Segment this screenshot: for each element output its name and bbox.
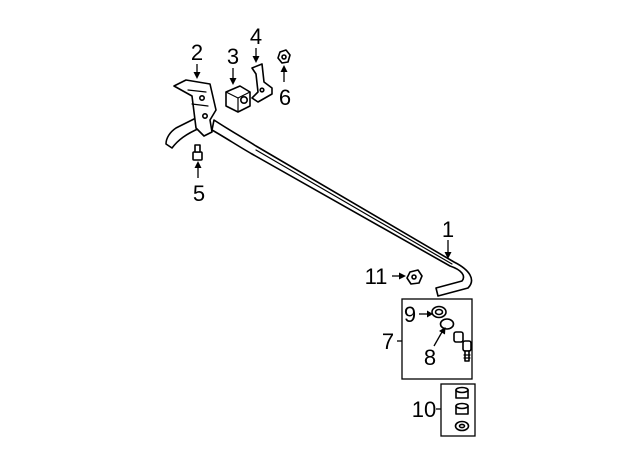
callout-6: 6 xyxy=(279,85,291,110)
link-kit-box xyxy=(401,298,473,380)
bushing xyxy=(225,85,251,113)
leader-9 xyxy=(419,310,433,318)
bushing-clamp xyxy=(251,63,273,103)
callout-5: 5 xyxy=(193,181,205,206)
link-bushing xyxy=(431,305,447,319)
callout-1: 1 xyxy=(442,217,454,242)
leader-3 xyxy=(229,68,237,85)
bushing-kit-box xyxy=(440,383,476,437)
link-washer xyxy=(439,318,455,330)
leader-1 xyxy=(444,240,452,259)
leader-4 xyxy=(252,48,260,63)
kit-bushing-top xyxy=(455,386,469,399)
callout-3: 3 xyxy=(227,44,239,69)
stabilizer-link xyxy=(453,331,472,362)
leader-5 xyxy=(194,161,202,178)
bolt xyxy=(192,144,203,161)
nut xyxy=(277,49,291,64)
callout-11: 11 xyxy=(365,264,388,289)
callout-10: 10 xyxy=(412,397,436,422)
callout-2: 2 xyxy=(191,40,203,65)
callout-7: 7 xyxy=(382,329,394,354)
callout-9: 9 xyxy=(404,302,416,327)
kit-bushing-middle xyxy=(455,402,469,415)
bar-end-nut xyxy=(406,269,423,285)
kit-washer xyxy=(454,420,470,432)
leader-8 xyxy=(433,327,446,347)
callout-4: 4 xyxy=(250,24,262,49)
leader-6 xyxy=(280,65,288,82)
stabilizer-bar xyxy=(211,119,473,297)
callout-8: 8 xyxy=(424,345,436,370)
mounting-bracket xyxy=(165,79,217,149)
leader-2 xyxy=(193,64,201,79)
leader-11 xyxy=(392,272,406,280)
